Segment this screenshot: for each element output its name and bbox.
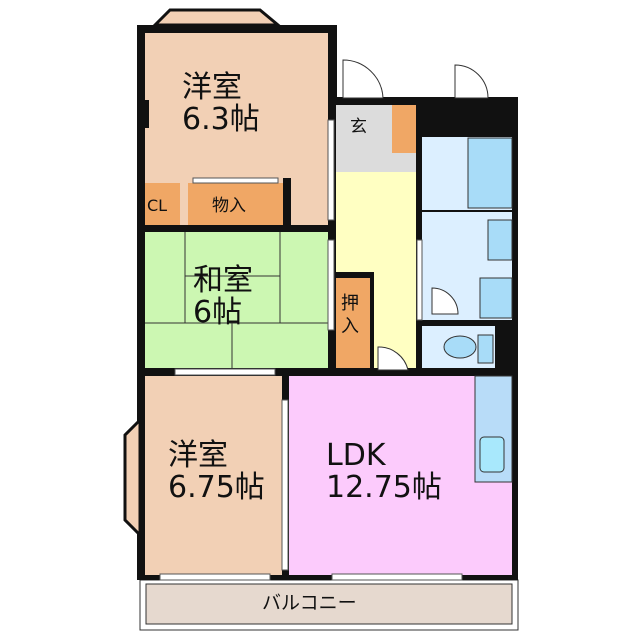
storage-label: 物入 — [212, 196, 246, 216]
japanese-room — [145, 232, 328, 368]
room-name: LDK — [326, 438, 386, 473]
storage — [188, 183, 283, 225]
balcony-label: バルコニー — [262, 592, 357, 614]
entrance-label: 玄 — [350, 117, 367, 137]
western-room-1-label: 洋室 6.3帖 — [182, 70, 260, 138]
closet — [145, 183, 180, 225]
western-room-2-label: 洋室 6.75帖 — [168, 438, 265, 506]
room-size: 6.3帖 — [182, 102, 260, 138]
room-size: 12.75帖 — [326, 470, 442, 506]
closet-label: CL — [147, 196, 168, 215]
room-size: 6帖 — [193, 295, 243, 331]
room-size: 6.75帖 — [168, 470, 265, 506]
oshiire-label: 押入 — [341, 293, 359, 338]
ldk-label: LDK 12.75帖 — [326, 438, 442, 506]
oshiire — [336, 278, 370, 368]
room-name: 洋室 — [168, 438, 228, 473]
japanese-room-label: 和室 6帖 — [193, 263, 253, 331]
western-room-2 — [145, 376, 282, 575]
room-name: 洋室 — [182, 70, 242, 105]
room-name: 和室 — [193, 263, 253, 298]
